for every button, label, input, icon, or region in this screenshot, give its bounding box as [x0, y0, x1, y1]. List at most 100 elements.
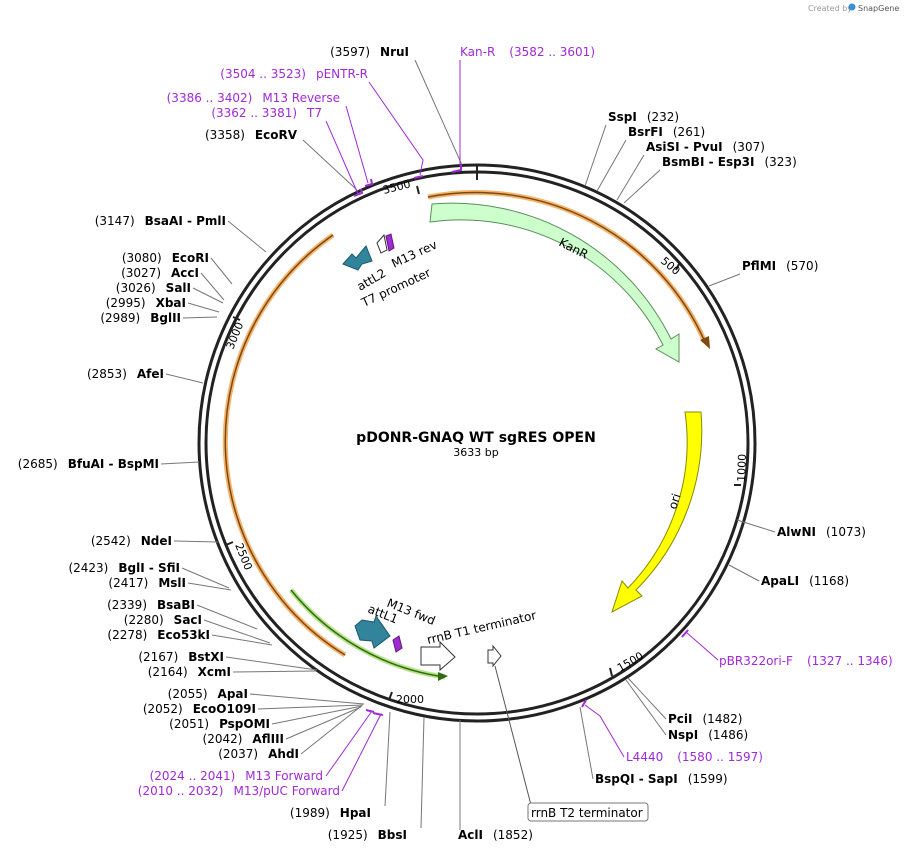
- insert-arc-left: [222, 232, 347, 658]
- primer-range-m13-puc-forward: (2010 .. 2032): [138, 784, 224, 798]
- enzyme-pos-xcmi: (2164): [148, 665, 188, 679]
- enzyme-pos-bgli-sfii: (2423): [68, 561, 108, 575]
- enzyme-pos-msli: (2417): [108, 576, 148, 590]
- enzyme-leader-bsabi: [196, 604, 258, 630]
- primer-name-pbr322ori-f: pBR322ori-F: [719, 654, 793, 668]
- ori-label: ori: [666, 492, 684, 511]
- primer-name-t7: T7: [306, 106, 322, 120]
- primer-leader-l4440: [584, 704, 625, 758]
- enzyme-leader-ecori: [210, 257, 233, 285]
- t7-promoter-feature: [376, 233, 388, 254]
- enzyme-labels: NruI(3597)SspI(232)BsrFI(261)AsiSI - Pvu…: [18, 45, 866, 842]
- tick-1000: 1000: [735, 454, 749, 482]
- enzyme-name-xcmi: XcmI: [198, 665, 231, 679]
- enzyme-name-ecori: EcoRI: [172, 251, 209, 265]
- enzyme-name-bsmbi-esp3i: BsmBI - Esp3I: [662, 155, 754, 169]
- enzyme-name-acci: AccI: [171, 266, 199, 280]
- enzyme-pos-acli: (1852): [493, 828, 533, 842]
- primer-marker-m13-forward: [365, 709, 375, 713]
- enzyme-leader-msli: [187, 582, 232, 591]
- enzyme-name-bsabi: BsaBI: [157, 598, 195, 612]
- enzyme-leader-afei: [165, 373, 204, 384]
- enzyme-name-bstxi: BstXI: [188, 650, 224, 664]
- enzyme-pos-nrui: (3597): [330, 45, 370, 59]
- enzyme-leader-bspqi-sapi: [579, 706, 594, 780]
- primer-markers: [325, 60, 719, 792]
- m13-rev-feature: [385, 233, 395, 252]
- enzyme-name-bbsi: BbsI: [378, 828, 407, 842]
- enzyme-pos-ecoo109i: (2052): [143, 702, 183, 716]
- enzyme-leaders: [160, 59, 776, 830]
- enzyme-pos-ecori: (3080): [122, 251, 162, 265]
- enzyme-pos-xbai: (2995): [106, 296, 146, 310]
- enzyme-pos-alwni: (1073): [826, 525, 866, 539]
- enzyme-leader-bbsi: [420, 716, 425, 829]
- enzyme-pos-saci: (2280): [124, 613, 164, 627]
- primer-leader-m13-puc-forward: [341, 713, 382, 792]
- enzyme-leader-nspi: [625, 679, 667, 736]
- primer-name-m13-forward: M13 Forward: [245, 769, 323, 783]
- enzyme-name-eco53ki: Eco53kI: [157, 628, 210, 642]
- enzyme-name-alwni: AlwNI: [777, 525, 816, 539]
- enzyme-leader-bglii: [182, 316, 218, 319]
- m13-fwd-feature: [392, 635, 403, 653]
- enzyme-name-bglii: BglII: [150, 311, 181, 325]
- enzyme-name-ecorv: EcoRV: [255, 128, 298, 142]
- primer-marker-m13-reverse: [364, 178, 374, 187]
- primer-marker-pentr-r: [413, 175, 424, 179]
- enzyme-name-apai: ApaI: [218, 687, 248, 701]
- primer-leader-m13-forward: [325, 710, 373, 777]
- rrnbt2-label: rrnB T2 terminator: [531, 806, 643, 820]
- plasmid-length: 3633 bp: [453, 446, 498, 459]
- enzyme-leader-sali: [192, 287, 224, 304]
- primer-name-l4440: L4440: [626, 750, 663, 764]
- enzyme-pos-afliii: (2042): [203, 732, 243, 746]
- enzyme-name-afei: AfeI: [137, 367, 164, 381]
- primer-range-t7: (3362 .. 3381): [211, 106, 297, 120]
- enzyme-leader-asisi-pvui: [616, 154, 645, 201]
- enzyme-pos-apai: (2055): [168, 687, 208, 701]
- primer-marker-l4440: [581, 699, 587, 708]
- enzyme-name-ndei: NdeI: [141, 534, 172, 548]
- rrnb-t1-feature: rrnB T1 terminator: [420, 608, 538, 672]
- enzyme-name-hpai: HpaI: [340, 806, 371, 820]
- enzyme-leader-alwni: [736, 519, 776, 533]
- enzyme-name-msli: MslI: [158, 576, 186, 590]
- primer-name-kan-r: Kan-R: [460, 45, 495, 59]
- enzyme-pos-eco53ki: (2278): [107, 628, 147, 642]
- enzyme-leader-bfuai-bspmi: [160, 461, 200, 465]
- enzyme-leader-pcii: [627, 677, 667, 720]
- enzyme-pos-pflmi: (570): [786, 259, 818, 273]
- primer-leader-pentr-r: [368, 81, 424, 176]
- primer-range-l4440: (1580 .. 1597): [677, 750, 763, 764]
- enzyme-name-bsrfi: BsrFI: [628, 125, 663, 139]
- enzyme-pos-afei: (2853): [87, 367, 127, 381]
- primer-range-kan-r: (3582 .. 3601): [509, 45, 595, 59]
- enzyme-leader-sspi: [584, 124, 607, 187]
- enzyme-leader-bsaai-pmli: [227, 220, 267, 253]
- primer-leader-t7: [325, 120, 359, 195]
- enzyme-leader-afliii: [285, 706, 362, 740]
- m13rev-label: M13 rev: [389, 237, 439, 270]
- enzyme-pos-bsrfi: (261): [673, 125, 705, 139]
- enzyme-leader-xbai: [187, 302, 220, 313]
- plasmid-title: pDONR-GNAQ WT sgRES OPEN: [356, 430, 596, 446]
- enzyme-name-nrui: NruI: [380, 45, 409, 59]
- enzyme-leader-saci: [203, 619, 271, 644]
- enzyme-leader-xcmi: [232, 670, 317, 673]
- enzyme-leader-ahdi: [300, 706, 361, 755]
- enzyme-leader-bsrfi: [596, 139, 627, 192]
- enzyme-pos-acci: (3027): [121, 266, 161, 280]
- snapgene-logo-icon: [848, 3, 856, 11]
- enzyme-name-bfuai-bspmi: BfuAI - BspMI: [68, 457, 159, 471]
- enzyme-pos-ahdi: (2037): [218, 747, 258, 761]
- enzyme-leader-ecoo109i: [257, 704, 364, 710]
- enzyme-leader-apai: [249, 693, 365, 705]
- rrnb-t2-feature: rrnB T2 terminator: [487, 644, 649, 822]
- enzyme-leader-eco53ki: [211, 634, 273, 646]
- primer-range-m13-reverse: (3386 .. 3402): [167, 91, 253, 105]
- enzyme-name-bspqi-sapi: BspQI - SapI: [595, 772, 678, 786]
- enzyme-pos-bfuai-bspmi: (2685): [18, 457, 58, 471]
- enzyme-name-pcii: PciI: [668, 712, 693, 726]
- primer-range-pbr322ori-f: (1327 .. 1346): [807, 654, 893, 668]
